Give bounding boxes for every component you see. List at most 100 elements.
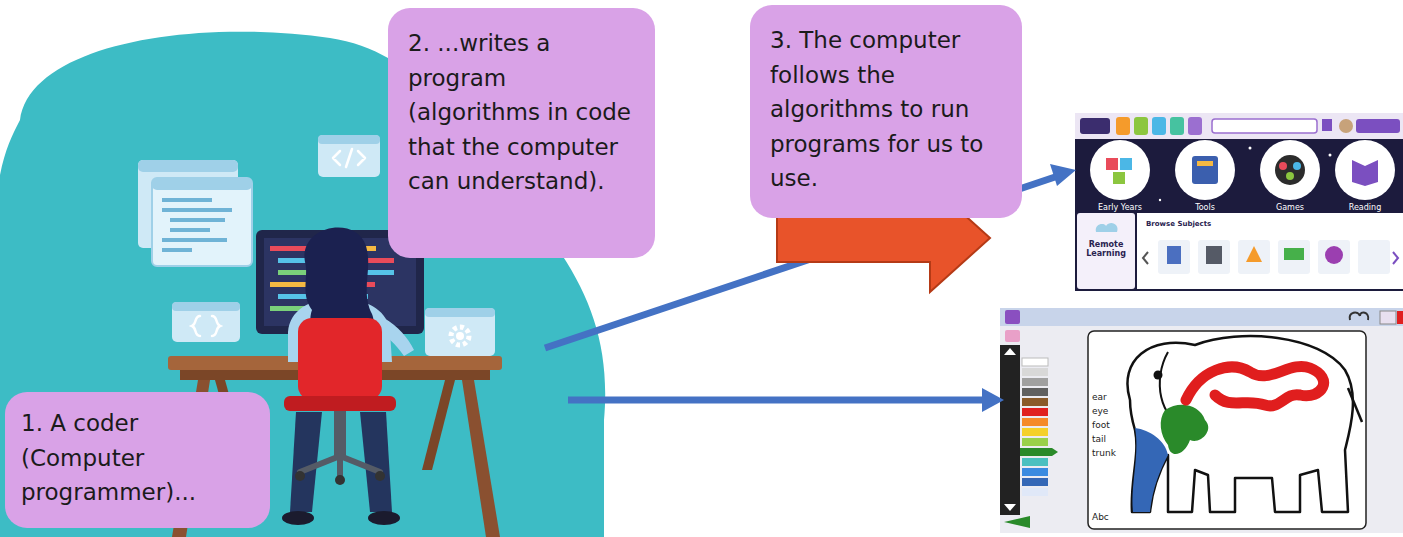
office-chair-part <box>298 318 382 400</box>
paint-app-screenshot-part <box>1022 378 1048 386</box>
brace-icon-window-part <box>172 302 240 311</box>
paint-app-screenshot-part <box>1022 468 1048 476</box>
paint-app-screenshot-part <box>1005 310 1020 324</box>
code-window-part <box>162 198 212 202</box>
website-screenshot-part <box>1393 252 1398 264</box>
paint-app-screenshot-part <box>1000 308 1403 533</box>
paint-app-screenshot-part <box>1004 516 1030 528</box>
website-screenshot-part <box>1318 240 1350 274</box>
website-screenshot-part <box>1212 119 1317 133</box>
website-screenshot-part <box>1075 113 1403 139</box>
paint-app-screenshot-part <box>1397 311 1403 324</box>
gear-icon-window-part <box>425 308 495 317</box>
coder-figure-part <box>378 318 414 356</box>
paint-app-screenshot-part <box>1350 313 1360 320</box>
brace-icon-window <box>172 302 240 342</box>
menu-label: Reading <box>1349 203 1381 212</box>
blue-arrow-part <box>1050 164 1076 186</box>
website-screenshot-part <box>1339 119 1353 133</box>
code-window-part <box>170 218 225 222</box>
brace-icon-window-part <box>192 316 220 336</box>
paint-app-screenshot-part <box>1127 336 1352 512</box>
paint-app-screenshot-part <box>1022 398 1048 406</box>
website-screenshot-part <box>1279 162 1287 170</box>
paint-app-screenshot-part <box>1088 331 1366 529</box>
word-label: eye <box>1092 406 1108 416</box>
gear-icon-window-part <box>451 327 469 345</box>
website-screenshot-part <box>1116 117 1130 135</box>
website-screenshot-part <box>1170 117 1184 135</box>
paint-app-screenshot-part <box>1154 371 1163 380</box>
paint-app-screenshot-part <box>1022 408 1048 416</box>
paint-app-screenshot-part <box>1360 313 1368 320</box>
office-chair-part <box>295 471 305 481</box>
office-chair-part <box>284 396 396 411</box>
tag-icon-window-part <box>318 135 380 144</box>
website-screenshot-part <box>1143 252 1148 264</box>
gear-icon-window-part <box>425 308 495 356</box>
desk-part <box>422 380 455 470</box>
website-screenshot-part <box>1249 147 1252 150</box>
text-tool-label: Abc <box>1092 512 1109 522</box>
website-screenshot-part <box>1246 246 1262 262</box>
tag-icon-window <box>318 135 380 177</box>
callout-box: 2. ...writes a program (algorithms in co… <box>388 8 655 258</box>
paint-app-screenshot-part <box>1186 366 1324 405</box>
website-screenshot-part <box>1134 117 1148 135</box>
paint-app-screenshot <box>1000 308 1403 533</box>
panel-heading: Remote Learning <box>1079 240 1133 258</box>
callout-box: 1. A coder (Computer programmer)... <box>5 392 270 528</box>
paint-app-screenshot-part <box>1380 311 1396 324</box>
blue-arrow-part <box>568 397 985 404</box>
website-screenshot-part <box>1113 172 1125 184</box>
office-chair-part <box>334 411 346 456</box>
tag-icon-window-part <box>333 149 365 167</box>
website-screenshot-part <box>1322 119 1332 131</box>
coder-figure <box>282 227 414 525</box>
paint-app-screenshot-part <box>1022 428 1048 436</box>
website-screenshot-part <box>1080 118 1110 134</box>
website-screenshot-part <box>1329 154 1332 157</box>
gear-icon-window <box>425 308 495 356</box>
website-screenshot-part <box>1238 240 1270 274</box>
paint-app-screenshot-part <box>1022 388 1048 396</box>
code-window-part <box>138 160 238 172</box>
website-screenshot-part <box>1293 162 1301 170</box>
paint-app-screenshot-part <box>1348 388 1362 422</box>
paint-app-screenshot-part <box>1004 348 1016 355</box>
callout-text: 3. The computer follows the algorithms t… <box>770 23 1002 196</box>
paint-app-screenshot-part <box>1022 488 1048 496</box>
code-window-part <box>152 178 252 266</box>
paint-app-screenshot-part <box>1022 418 1048 426</box>
code-window-part <box>170 228 210 232</box>
blue-arrow-part <box>982 388 1004 412</box>
website-screenshot-part <box>1152 117 1166 135</box>
website-screenshot-part <box>1358 240 1390 274</box>
website-screenshot-part <box>1120 158 1132 170</box>
code-window <box>138 160 252 266</box>
paint-app-screenshot-part <box>1022 368 1048 376</box>
paint-app-screenshot-part <box>1022 358 1048 366</box>
paint-app-screenshot-part <box>1020 448 1058 456</box>
website-screenshot-part <box>1175 140 1235 200</box>
website-screenshot-part <box>1197 161 1213 166</box>
office-chair-part <box>375 471 385 481</box>
tag-icon-window-part <box>318 135 380 177</box>
code-window-part <box>162 208 232 212</box>
monitor-part <box>270 246 310 251</box>
callout-text: 2. ...writes a program (algorithms in co… <box>408 26 635 199</box>
coder-figure-part <box>360 412 392 512</box>
menu-label: Tools <box>1195 203 1215 212</box>
blue-arrow <box>568 388 1004 412</box>
paint-app-screenshot-part <box>1022 478 1048 486</box>
paint-app-screenshot-part <box>1022 438 1048 446</box>
gear-icon-window-part <box>456 332 464 340</box>
website-screenshot-part <box>1188 117 1202 135</box>
word-label: foot <box>1092 420 1110 430</box>
paint-app-screenshot-part <box>1000 345 1020 515</box>
word-label: tail <box>1092 434 1106 444</box>
website-screenshot-part <box>1167 246 1181 264</box>
office-chair-part <box>335 475 345 485</box>
website-screenshot-part <box>1192 156 1218 184</box>
